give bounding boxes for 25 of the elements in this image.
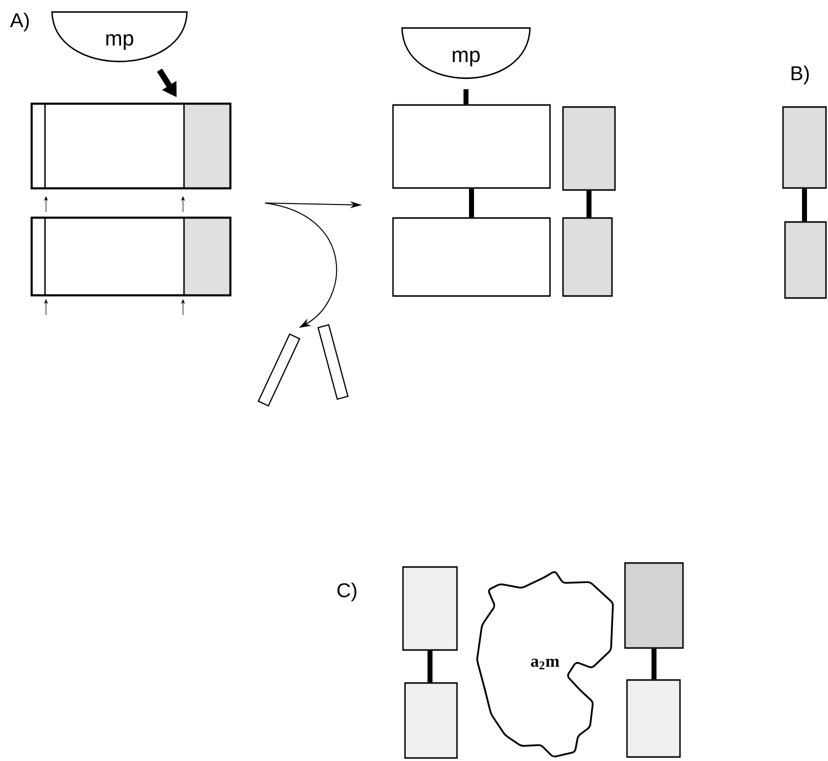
domain-box bbox=[562, 217, 613, 297]
enzyme-cup: mp bbox=[401, 27, 531, 79]
protein-chain bbox=[30, 102, 232, 190]
domain-box bbox=[784, 221, 827, 299]
panel-label: C) bbox=[337, 582, 356, 602]
connector bbox=[469, 188, 474, 218]
domain-box bbox=[782, 106, 827, 189]
domain-box bbox=[404, 682, 458, 759]
arrow bbox=[264, 202, 338, 328]
connector bbox=[802, 188, 807, 222]
enzyme-cup: mp bbox=[51, 11, 188, 62]
domain-box bbox=[392, 217, 551, 297]
connector bbox=[652, 648, 656, 680]
domain-box bbox=[562, 106, 616, 191]
protein-chain bbox=[30, 216, 232, 296]
connector bbox=[586, 190, 592, 218]
panel-label: A) bbox=[10, 12, 29, 32]
connector bbox=[428, 650, 432, 682]
macroglobulin-blob: a$_{2}$m bbox=[476, 571, 614, 758]
connector bbox=[464, 89, 468, 104]
domain-box bbox=[624, 562, 684, 649]
panel-label: B) bbox=[792, 66, 809, 84]
domain-box bbox=[392, 104, 551, 189]
domain-box bbox=[402, 566, 458, 651]
domain-box bbox=[626, 679, 681, 758]
